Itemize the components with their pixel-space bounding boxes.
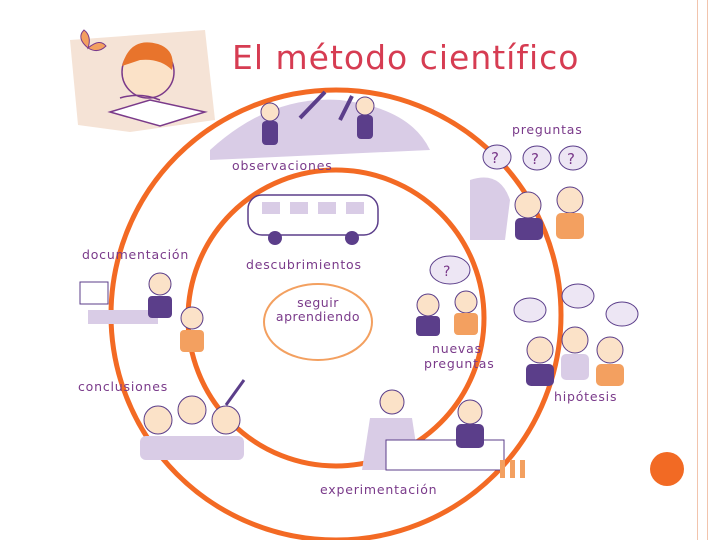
slide-frame-line-right [707, 0, 708, 540]
center-ring [263, 283, 373, 361]
svg-text:?: ? [443, 264, 450, 280]
svg-text:?: ? [531, 150, 539, 168]
documentacion-illustration [79, 272, 204, 352]
step-label-conclusiones: conclusiones [78, 379, 169, 394]
center-label-line2: aprendiendo [275, 309, 361, 325]
step-label-experimentacion: experimentación [320, 482, 438, 497]
step-label-observaciones: observaciones [232, 158, 333, 173]
step-label-preguntas: preguntas [512, 122, 583, 137]
reading-child-illustration [70, 29, 215, 132]
descubrimientos-illustration [247, 194, 379, 245]
page-title: El método científico [232, 38, 580, 77]
svg-text:?: ? [491, 149, 499, 167]
step-label-hipotesis: hipótesis [554, 389, 618, 404]
observaciones-illustration [210, 90, 430, 160]
center-label: seguir aprendiendo [268, 295, 368, 325]
nuevas-preguntas-illustration: ? [416, 255, 478, 336]
conclusiones-illustration [140, 379, 246, 460]
slide-accent-dot [650, 452, 684, 486]
hipotesis-illustration [513, 283, 639, 386]
center-label-line1: seguir [297, 295, 339, 310]
step-label-documentacion: documentación [82, 247, 190, 262]
slide-frame-line-left [697, 0, 698, 540]
step-label-descubrimientos: descubrimientos [246, 257, 362, 272]
preguntas-illustration: ? ? ? [470, 144, 588, 240]
step-label-nuevas-line2: preguntas [424, 356, 495, 371]
svg-text:?: ? [567, 150, 575, 168]
step-label-nuevas-line1: nuevas [432, 341, 482, 356]
experimentacion-illustration [362, 389, 525, 478]
